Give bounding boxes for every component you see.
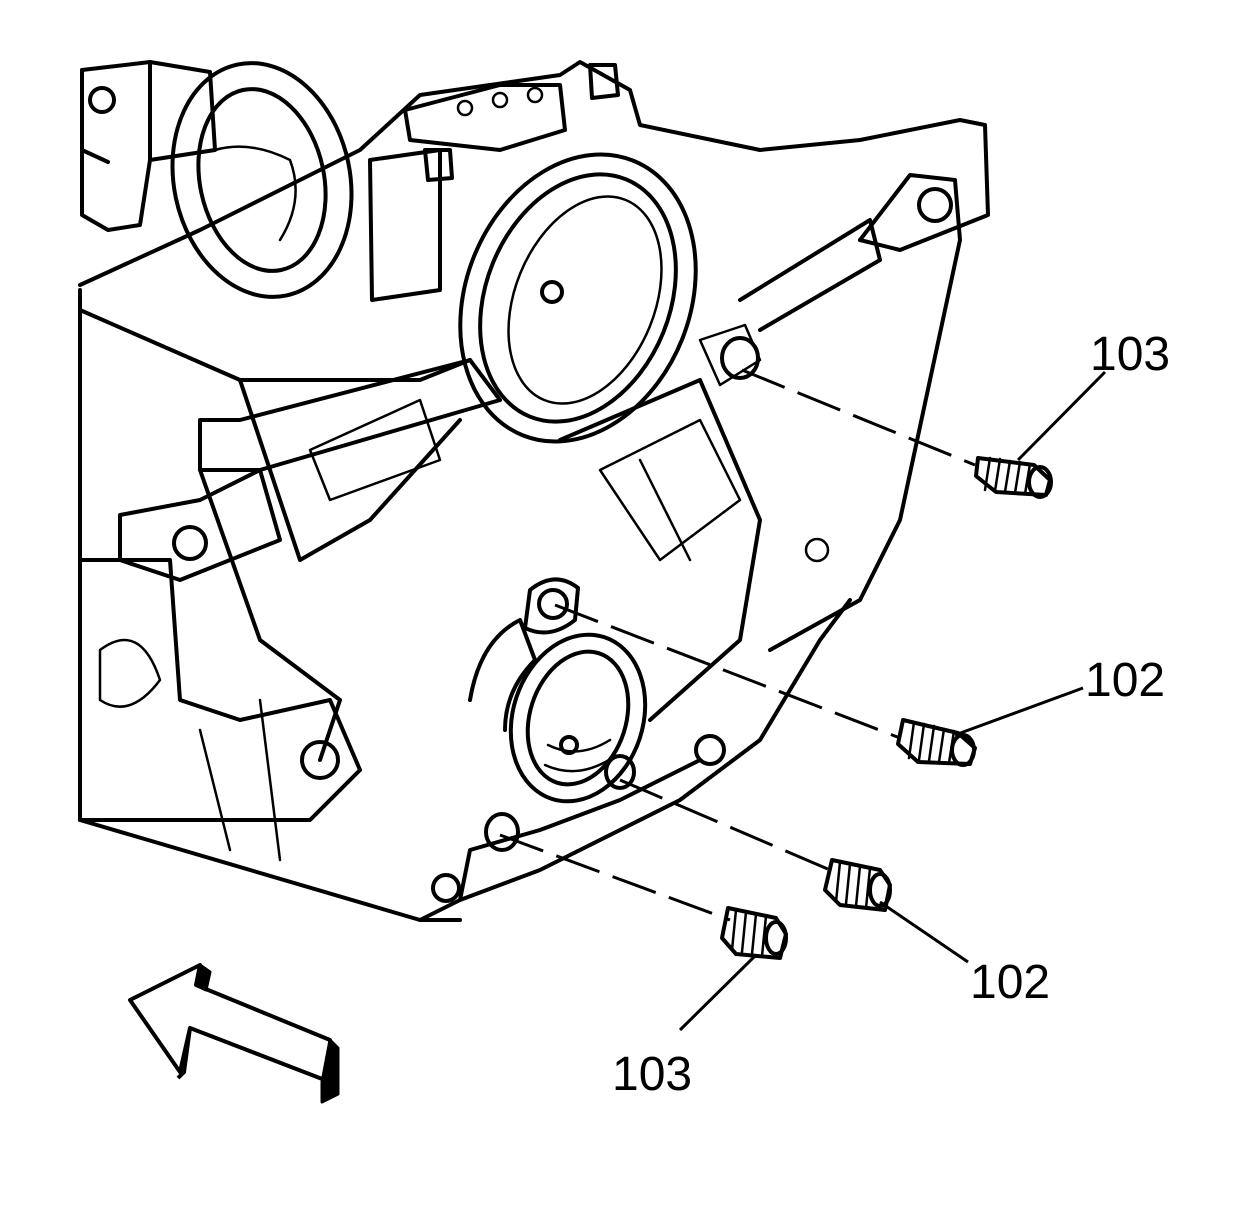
callout-label-lower-middle: 102 bbox=[970, 956, 1050, 1009]
callout-label-lower-left: 103 bbox=[612, 1048, 692, 1101]
installation-lines bbox=[499, 368, 976, 922]
callout-label-upper-right: 103 bbox=[1090, 328, 1170, 381]
callout-leaders bbox=[678, 370, 1107, 1032]
plug-middle-right bbox=[896, 718, 977, 767]
engine-block bbox=[78, 60, 990, 922]
plug-lower-middle bbox=[823, 858, 892, 912]
front-arrow-icon bbox=[128, 963, 340, 1104]
plug-lower-left bbox=[720, 906, 788, 960]
plug-upper-right bbox=[974, 456, 1053, 499]
callout-label-middle-right: 102 bbox=[1085, 654, 1165, 707]
